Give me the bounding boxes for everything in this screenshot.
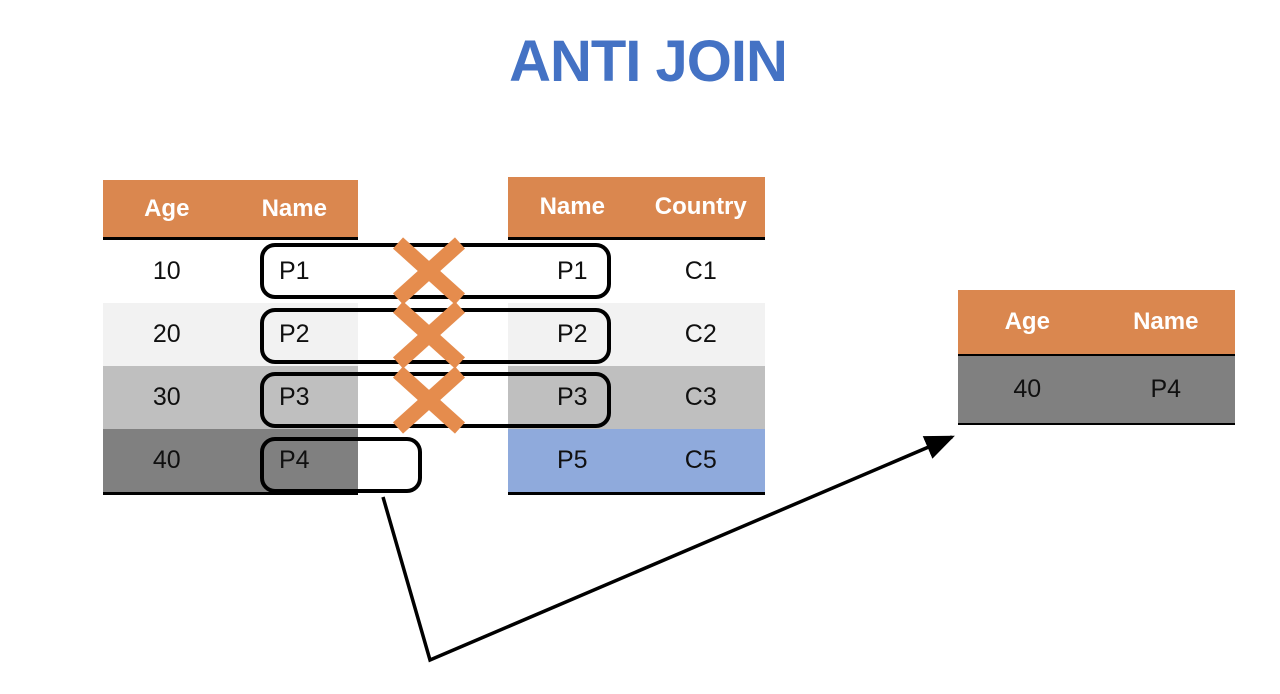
cell-age: 40 xyxy=(1013,375,1042,403)
cell-name: P3 xyxy=(556,383,588,411)
table-row: 40 P4 xyxy=(958,356,1235,423)
cell-country: C1 xyxy=(684,257,717,285)
result-table-header-name: Name xyxy=(1133,308,1199,335)
cell-name: P3 xyxy=(278,383,310,411)
left-table-header-name: Name xyxy=(261,194,327,222)
no-match-cross-icons xyxy=(392,237,466,434)
table-row-unmatched: P5 C5 xyxy=(508,429,765,492)
table-row: 40 P4 xyxy=(103,429,358,492)
table-row: 10 P1 xyxy=(103,240,358,303)
page-title: ANTI JOIN xyxy=(509,29,788,94)
cell-age: 20 xyxy=(152,320,181,348)
cell-name: P5 xyxy=(556,446,588,474)
right-table: Name Country P1 C1 P2 C2 P3 C3 P5 C5 xyxy=(508,177,765,495)
cross-icon xyxy=(392,301,466,369)
cell-country: C3 xyxy=(684,383,717,411)
cell-age: 10 xyxy=(152,257,181,285)
left-table-header-age: Age xyxy=(144,194,190,222)
result-table-header-age: Age xyxy=(1004,308,1050,335)
cross-icon xyxy=(392,366,466,434)
right-table-header-name: Name xyxy=(539,193,605,220)
cell-name: P2 xyxy=(278,320,310,348)
right-table-header: Name Country xyxy=(508,177,765,240)
cell-name: P2 xyxy=(556,320,588,348)
cross-icon xyxy=(392,237,466,305)
table-row: P3 C3 xyxy=(508,366,765,429)
cell-age: 40 xyxy=(152,446,181,474)
cell-name: P1 xyxy=(278,257,310,285)
cell-country: C2 xyxy=(684,320,717,348)
right-table-header-country: Country xyxy=(654,193,747,220)
cell-name: P1 xyxy=(556,257,588,285)
cell-age: 30 xyxy=(152,383,181,411)
cell-country: C5 xyxy=(684,446,717,474)
result-table: Age Name 40 P4 xyxy=(958,290,1235,425)
table-row: 20 P2 xyxy=(103,303,358,366)
left-table-header: Age Name xyxy=(103,180,358,240)
result-table-header: Age Name xyxy=(958,290,1235,356)
cell-name: P4 xyxy=(1150,375,1182,403)
cell-name: P4 xyxy=(278,446,310,474)
left-table: Age Name 10 P1 20 P2 30 P3 40 P4 xyxy=(103,180,358,495)
table-row: 30 P3 xyxy=(103,366,358,429)
table-row: P2 C2 xyxy=(508,303,765,366)
table-row: P1 C1 xyxy=(508,240,765,303)
